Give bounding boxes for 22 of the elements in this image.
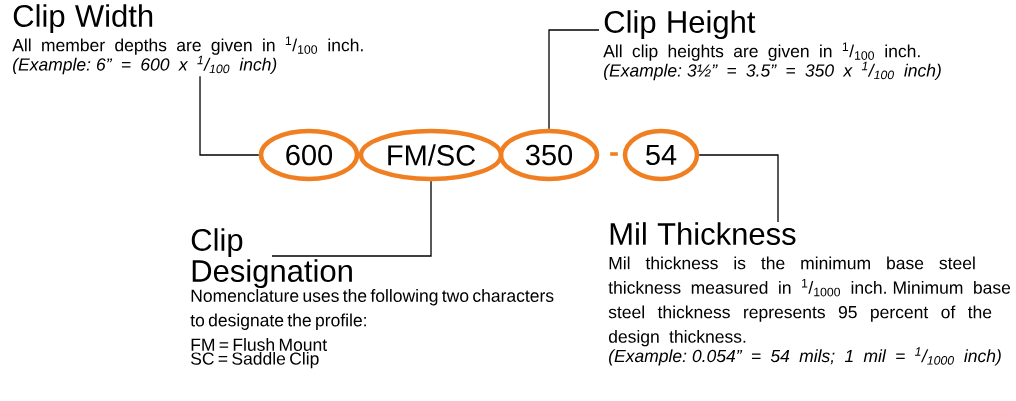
leader-line — [698, 154, 779, 223]
callout-heading: Mil Thickness — [610, 222, 796, 245]
code-oval: 600 — [258, 128, 360, 182]
callout-heading: Clip Width — [13, 4, 153, 34]
callout-text: (Example: 6” = 600 x $^{1}$/$_{100}$ inch) — [13, 55, 277, 75]
code-oval: 350 — [498, 128, 600, 182]
callout-text: FM = Flush Mount — [191, 338, 327, 351]
leader-line — [548, 29, 600, 130]
callout-text: (Example: 3½” = 3.5” = 350 x $^{1}$/$_{100}$ inch) — [604, 61, 941, 81]
callout-text: All member depths are given in $^{1}$/$_{100}$ inch. — [12, 36, 363, 55]
callout-text: Nomenclature uses the following two characters to designate the profile: — [190, 289, 554, 330]
leader-line — [271, 180, 432, 257]
callout-heading: Clip Height — [604, 10, 756, 40]
callout-text: All clip heights are given in $^{1}$/$_{100}$ inch. — [603, 42, 920, 61]
callout-text: SC = Saddle Clip — [191, 351, 319, 369]
callout-text: Mil thickness is the minimum base steel thickness measured in $^{1}$/$_{1000}$ inch. Minimum base steel thickness represents 95 percent of the design thickness. — [608, 256, 1011, 347]
code-oval: 54 — [622, 128, 700, 182]
callout-heading: Clip Designation — [191, 228, 352, 289]
leader-line — [199, 75, 260, 156]
code-oval: FM/SC — [358, 128, 504, 182]
callout-text: (Example: 0.054” = 54 mils; 1 mil = $^{1}$/$_{1000}$ inch) — [609, 347, 1001, 366]
separator-dash: - — [610, 152, 618, 156]
